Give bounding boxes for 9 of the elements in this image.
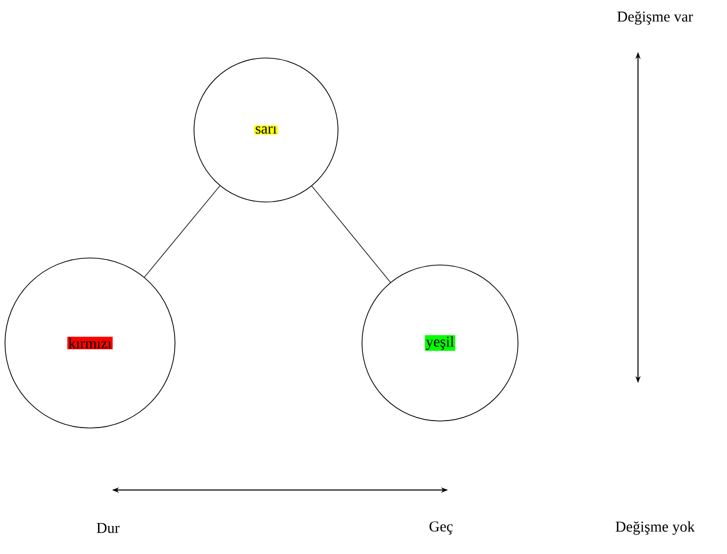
axis-label: Değişme var: [617, 11, 693, 25]
axis-label: Dur: [96, 523, 120, 533]
circle-node: kırmızı: [4, 258, 176, 428]
axis-label: Geç: [430, 521, 453, 535]
circle-node: sarı: [194, 58, 338, 202]
circle-node: yeşil: [362, 264, 518, 422]
axis-label: Değişme yok: [616, 521, 695, 535]
connector-line: [144, 185, 220, 278]
connector-line: [311, 186, 391, 283]
